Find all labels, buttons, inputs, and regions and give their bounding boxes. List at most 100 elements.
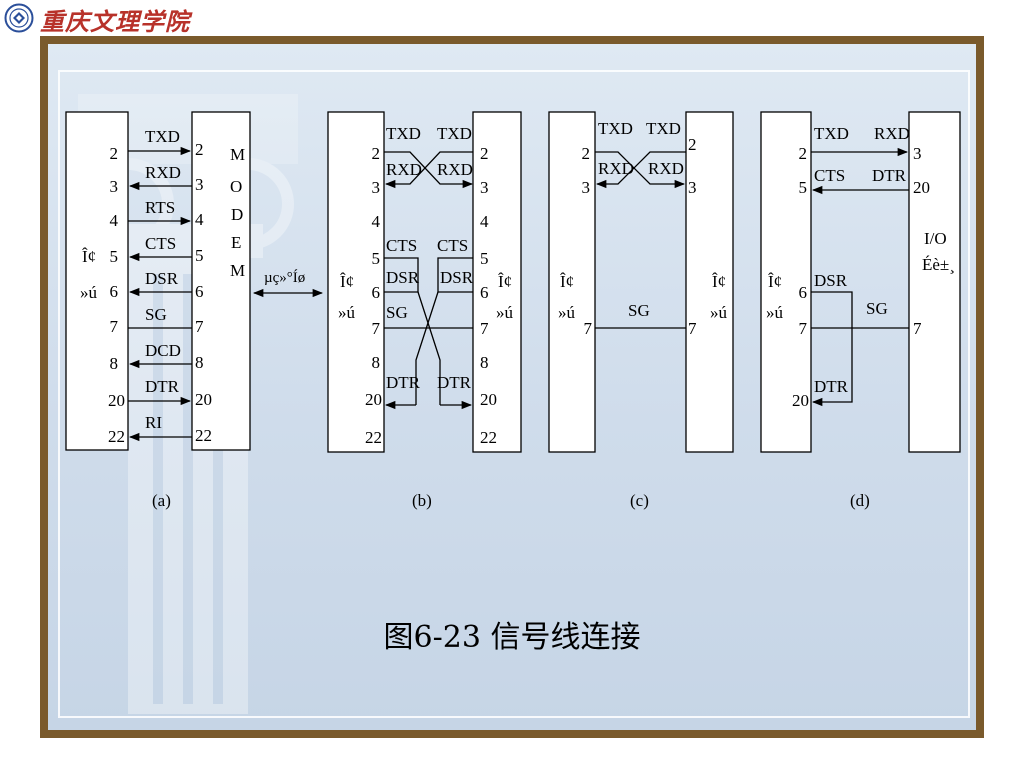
- panel-c-label: (c): [630, 491, 649, 510]
- a-right-pin: 6: [195, 282, 204, 301]
- a-signal-label: DTR: [145, 377, 180, 396]
- b-left-pin: 7: [372, 319, 381, 338]
- c-signal-label: RXD: [598, 159, 634, 178]
- b-right-signal: RXD: [437, 160, 473, 179]
- d-signal-label: CTS: [814, 166, 845, 185]
- b-right-signal: TXD: [437, 124, 472, 143]
- b-dtr-cross-1: [417, 291, 441, 405]
- a-signal-label: DCD: [145, 341, 181, 360]
- b-left-device-label: »ú: [338, 303, 356, 322]
- b-right-pin: 20: [480, 390, 497, 409]
- d-signal-label: TXD: [814, 124, 849, 143]
- d-left-device-label: »ú: [766, 303, 784, 322]
- a-modem-letter: M: [230, 261, 245, 280]
- a-right-pin: 8: [195, 353, 204, 372]
- d-right-device-label: I/O: [924, 229, 947, 248]
- d-left-device-label: Î¢: [768, 272, 782, 291]
- a-modem-letter: M: [230, 145, 245, 164]
- a-left-pin: 4: [110, 211, 119, 230]
- a-right-pin: 3: [195, 175, 204, 194]
- d-loopback: [811, 291, 853, 407]
- b-right-signal: CTS: [437, 236, 468, 255]
- a-right-pin: 20: [195, 390, 212, 409]
- b-left-signal: TXD: [386, 124, 421, 143]
- a-left-pin: 2: [110, 144, 119, 163]
- d-right-device-label: Éè±¸: [922, 255, 955, 274]
- b-right-loopback: [437, 257, 473, 293]
- a-left-device-label: »ú: [80, 283, 98, 302]
- c-right-pin: 2: [688, 135, 697, 154]
- b-left-pin: 8: [372, 353, 381, 372]
- b-left-loopback: [384, 257, 419, 293]
- d-signal-label: SG: [866, 299, 888, 318]
- a-right-pin: 2: [195, 140, 204, 159]
- a-modem-letter: D: [231, 205, 243, 224]
- a-signal-label: TXD: [145, 127, 180, 146]
- panel-d-label: (d): [850, 491, 870, 510]
- c-left-device-label: »ú: [558, 303, 576, 322]
- d-left-pin: 7: [799, 319, 808, 338]
- d-left-pin: 2: [799, 144, 808, 163]
- a-modem-letter: E: [231, 233, 241, 252]
- d-signal-label: DSR: [814, 271, 848, 290]
- a-left-pin: 5: [110, 247, 119, 266]
- a-right-pin: 4: [195, 210, 204, 229]
- a-left-device-label: Î¢: [82, 247, 96, 266]
- panel-c: Î¢ »ú Î¢ »ú 2 3 7 2 3 7 TXD RXD TXD RXD …: [548, 111, 734, 510]
- d-signal-label: DTR: [814, 377, 849, 396]
- a-left-pin: 6: [110, 282, 119, 301]
- school-name: 重庆文理学院: [40, 7, 190, 36]
- c-left-device-label: Î¢: [560, 272, 574, 291]
- b-right-pin: 2: [480, 144, 489, 163]
- c-signal-label: SG: [628, 301, 650, 320]
- panel-d: Î¢ »ú I/O Éè±¸ 2 5 6 7 20 3 20 7 TXD RXD…: [760, 111, 961, 510]
- c-right-device-label: »ú: [710, 303, 728, 322]
- b-dtr-cross-2: [415, 291, 439, 405]
- c-right-device-label: Î¢: [712, 272, 726, 291]
- a-left-pin: 20: [108, 391, 125, 410]
- b-right-pin: 7: [480, 319, 489, 338]
- slide-header: 重庆文理学院: [0, 0, 1024, 36]
- d-right-pin: 7: [913, 319, 922, 338]
- a-left-pin: 22: [108, 427, 125, 446]
- b-left-device-label: Î¢: [340, 272, 354, 291]
- a-right-pin: 5: [195, 246, 204, 265]
- a-right-pin: 22: [195, 426, 212, 445]
- d-left-pin: 5: [799, 178, 808, 197]
- c-crossover-rxd: [595, 151, 686, 189]
- b-right-device-label: Î¢: [498, 272, 512, 291]
- c-right-pin: 3: [688, 178, 697, 197]
- b-crossover-rxd: [384, 151, 473, 189]
- c-left-pin: 2: [582, 144, 591, 163]
- d-right-pin: 20: [913, 178, 930, 197]
- b-left-pin: 22: [365, 428, 382, 447]
- d-right-pin: 3: [913, 144, 922, 163]
- b-left-signal: DTR: [386, 373, 421, 392]
- a-signal-label: DSR: [145, 269, 179, 288]
- d-left-pin: 20: [792, 391, 809, 410]
- school-logo-icon: [4, 3, 34, 33]
- panel-a-label: (a): [152, 491, 171, 510]
- b-left-pin: 6: [372, 283, 381, 302]
- b-left-pin: 2: [372, 144, 381, 163]
- b-right-signal: DSR: [440, 268, 474, 287]
- a-signal-label: RTS: [145, 198, 175, 217]
- b-left-pin: 20: [365, 390, 382, 409]
- a-phone-link-label: µç»°Íø: [264, 269, 305, 286]
- c-signal-label: RXD: [648, 159, 684, 178]
- a-signal-label: CTS: [145, 234, 176, 253]
- a-signal-label: RXD: [145, 163, 181, 182]
- c-signal-label: TXD: [646, 119, 681, 138]
- b-left-pin: 3: [372, 178, 381, 197]
- b-right-pin: 22: [480, 428, 497, 447]
- b-left-signal: SG: [386, 303, 408, 322]
- panel-b: Î¢ »ú Î¢ »ú 2 3 4 5 6 7 8 20 22 2 3 4 5 …: [327, 111, 522, 510]
- c-signal-label: TXD: [598, 119, 633, 138]
- b-right-pin: 8: [480, 353, 489, 372]
- d-signal-label: RXD: [874, 124, 910, 143]
- c-left-pin: 3: [582, 178, 591, 197]
- c-left-pin: 7: [584, 319, 593, 338]
- slide-inner-border: [58, 70, 970, 718]
- panel-a: Î¢ »ú M O D E M 2 3 4 5 6 7 8 20 22 2 3 …: [65, 111, 324, 510]
